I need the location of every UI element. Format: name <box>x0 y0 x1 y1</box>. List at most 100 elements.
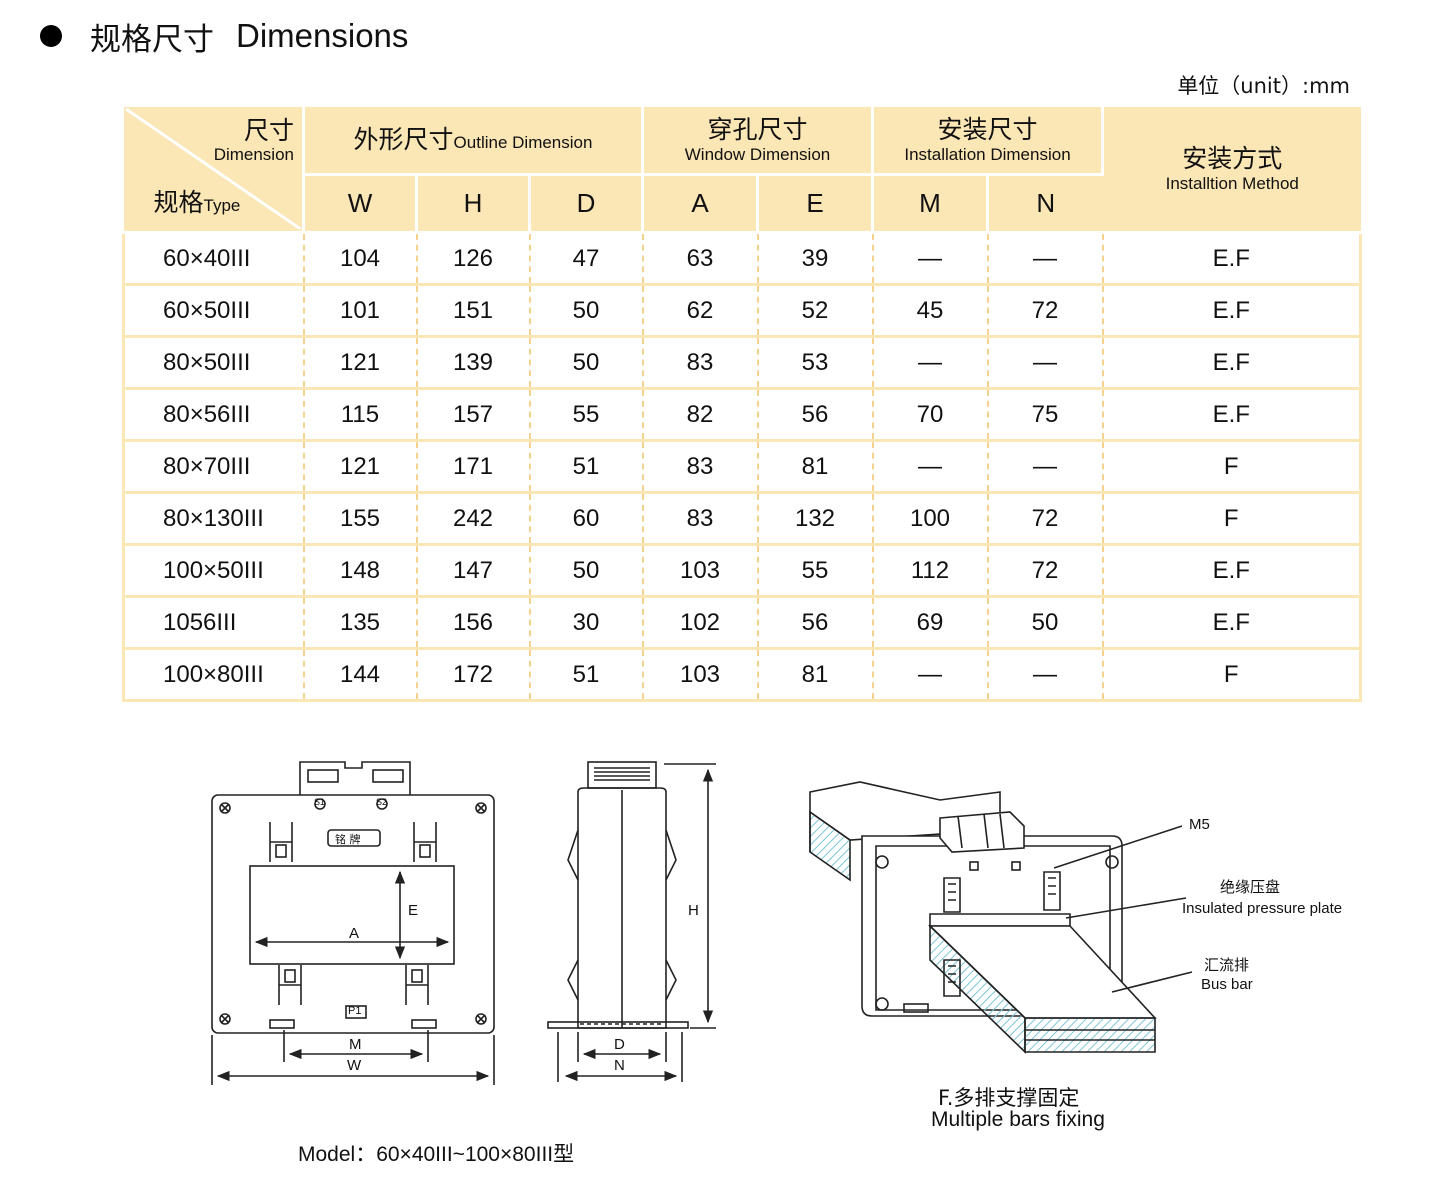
model-caption: Model：60×40III~100×80III型 <box>298 1143 575 1166</box>
method-cell: E.F <box>1102 388 1362 442</box>
method-cell: E.F <box>1102 284 1362 338</box>
dimension-cell: 103 <box>642 648 759 702</box>
method-cell: F <box>1102 648 1362 702</box>
corner-screw-icon <box>219 802 487 1025</box>
dimension-cell: 121 <box>303 336 418 390</box>
dimension-cell: 172 <box>416 648 531 702</box>
dimension-cell: 56 <box>757 596 874 650</box>
dimension-cell: 148 <box>303 544 418 598</box>
window-cn: 穿孔尺寸 <box>707 115 808 144</box>
type-cell: 60×50III <box>122 284 305 338</box>
dimension-cell: 100 <box>872 492 989 546</box>
outline-header: 外形尺寸Outline Dimension <box>303 107 644 176</box>
dimension-cell: 151 <box>416 284 531 338</box>
dimension-cell: 171 <box>416 440 531 494</box>
dimension-cell: — <box>987 336 1104 390</box>
corner-bottom-cn: 规格 <box>153 188 204 217</box>
col-header-e: E <box>757 174 874 234</box>
dim-m-label: M <box>349 1036 362 1053</box>
s1-label: S1 <box>314 797 326 807</box>
method-cell: E.F <box>1102 336 1362 390</box>
busbar-cn-label: 汇流排 <box>1204 956 1250 974</box>
dimension-cell: 81 <box>757 440 874 494</box>
dimension-cell: 155 <box>303 492 418 546</box>
type-cell: 1056III <box>122 596 305 650</box>
dimension-cell: — <box>872 336 989 390</box>
plate-cn-label: 绝缘压盘 <box>1220 878 1281 896</box>
dimension-cell: 135 <box>303 596 418 650</box>
fixing-caption-cn: F.多排支撑固定 <box>938 1086 1080 1110</box>
type-cell: 80×130III <box>122 492 305 546</box>
dim-a-label: A <box>349 925 360 942</box>
dimension-cell: 144 <box>303 648 418 702</box>
dimension-cell: 83 <box>642 440 759 494</box>
nameplate-label: 铭 牌 <box>335 833 361 846</box>
dimension-cell: 45 <box>872 284 989 338</box>
dim-n-label: N <box>614 1057 625 1074</box>
window-en: Window Dimension <box>684 145 831 164</box>
heading-cn: 规格尺寸 <box>90 21 214 58</box>
corner-top-en: Dimension <box>213 145 294 164</box>
bullet-icon <box>40 25 62 47</box>
type-cell: 80×70III <box>122 440 305 494</box>
window-header: 穿孔尺寸 Window Dimension <box>642 107 874 176</box>
unit-note: 单位（unit）:mm <box>1177 74 1350 98</box>
dimension-cell: 50 <box>529 284 644 338</box>
dimension-cell: 242 <box>416 492 531 546</box>
busbar-en-label: Bus bar <box>1201 976 1253 993</box>
dimension-cell: 63 <box>642 232 759 286</box>
dimension-cell: 47 <box>529 232 644 286</box>
dimension-cell: 115 <box>303 388 418 442</box>
type-cell: 100×80III <box>122 648 305 702</box>
dimension-cell: — <box>987 648 1104 702</box>
dimension-cell: 121 <box>303 440 418 494</box>
dimension-cell: 72 <box>987 544 1104 598</box>
dimensions-table: 尺寸 Dimension 规格Type 外形尺寸Outline Dimensio… <box>122 107 1362 702</box>
dimension-cell: 112 <box>872 544 989 598</box>
dimension-cell: 103 <box>642 544 759 598</box>
dimension-cell: 50 <box>529 336 644 390</box>
dimension-cell: — <box>872 648 989 702</box>
dimension-cell: 147 <box>416 544 531 598</box>
method-header: 安装方式 Installtion Method <box>1102 107 1361 234</box>
dimension-cell: 101 <box>303 284 418 338</box>
dimension-cell: 52 <box>757 284 874 338</box>
method-cell: E.F <box>1102 544 1362 598</box>
heading-en: Dimensions <box>236 17 409 54</box>
diagonal-line <box>124 107 301 231</box>
dimension-cell: 139 <box>416 336 531 390</box>
dim-d-label: D <box>614 1036 625 1053</box>
dimension-cell: 60 <box>529 492 644 546</box>
fixing-caption-en: Multiple bars fixing <box>931 1108 1105 1131</box>
dimension-cell: — <box>872 440 989 494</box>
col-header-a: A <box>642 174 759 234</box>
dim-w-label: W <box>347 1057 362 1074</box>
method-cell: E.F <box>1102 232 1362 286</box>
dimension-cell: — <box>987 232 1104 286</box>
dimension-cell: 50 <box>987 596 1104 650</box>
corner-bottom-en: Type <box>203 196 241 215</box>
dimension-cell: 156 <box>416 596 531 650</box>
s2-label: S2 <box>376 797 388 807</box>
col-header-w: W <box>303 174 418 234</box>
dim-e-label: E <box>408 902 419 919</box>
dimension-cell: 53 <box>757 336 874 390</box>
dimension-cell: — <box>872 232 989 286</box>
dimension-cell: 62 <box>642 284 759 338</box>
col-header-h: H <box>416 174 531 234</box>
type-cell: 60×40III <box>122 232 305 286</box>
dimension-cell: 82 <box>642 388 759 442</box>
dimension-cell: 72 <box>987 492 1104 546</box>
col-header-m: M <box>872 174 989 234</box>
method-cn: 安装方式 <box>1182 144 1283 173</box>
outline-en: Outline Dimension <box>453 133 593 152</box>
install-header: 安装尺寸 Installation Dimension <box>872 107 1104 176</box>
